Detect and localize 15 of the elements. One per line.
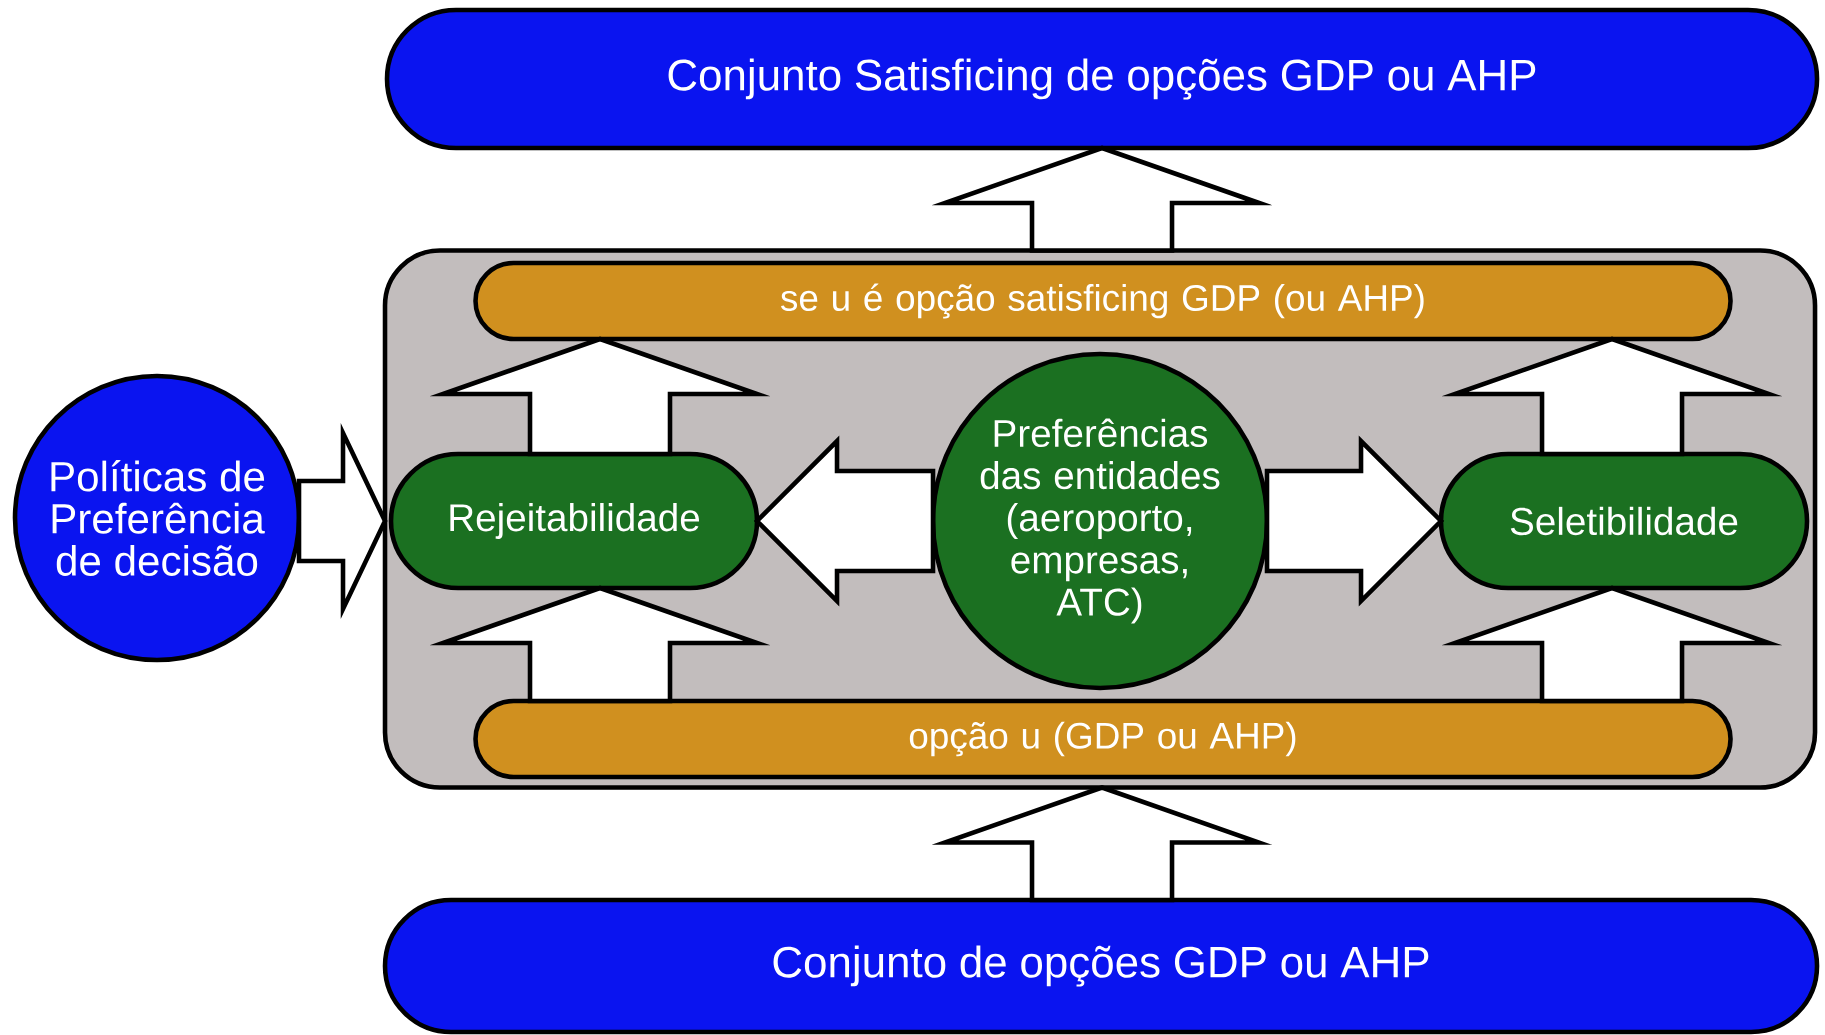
block-arrow <box>296 422 388 620</box>
rounded-box: Rejeitabilidade <box>388 451 760 591</box>
block-arrow <box>753 435 936 607</box>
title-bar: Conjunto de opções GDP ou AHP <box>382 897 1820 1035</box>
band: opção u (GDP ou AHP) <box>473 698 1733 780</box>
block-arrow <box>1441 585 1783 704</box>
block-arrow <box>1441 336 1783 457</box>
block-arrow <box>931 145 1273 253</box>
block-arrow <box>931 785 1273 903</box>
rounded-box: Seletibilidade <box>1438 451 1810 591</box>
band: se u é opção satisficing GDP (ou AHP) <box>473 260 1733 342</box>
title-bar: Conjunto Satisficing de opções GDP ou AHP <box>384 7 1820 151</box>
block-arrow <box>429 336 771 457</box>
block-arrow <box>429 585 771 704</box>
block-arrow <box>1264 435 1445 607</box>
